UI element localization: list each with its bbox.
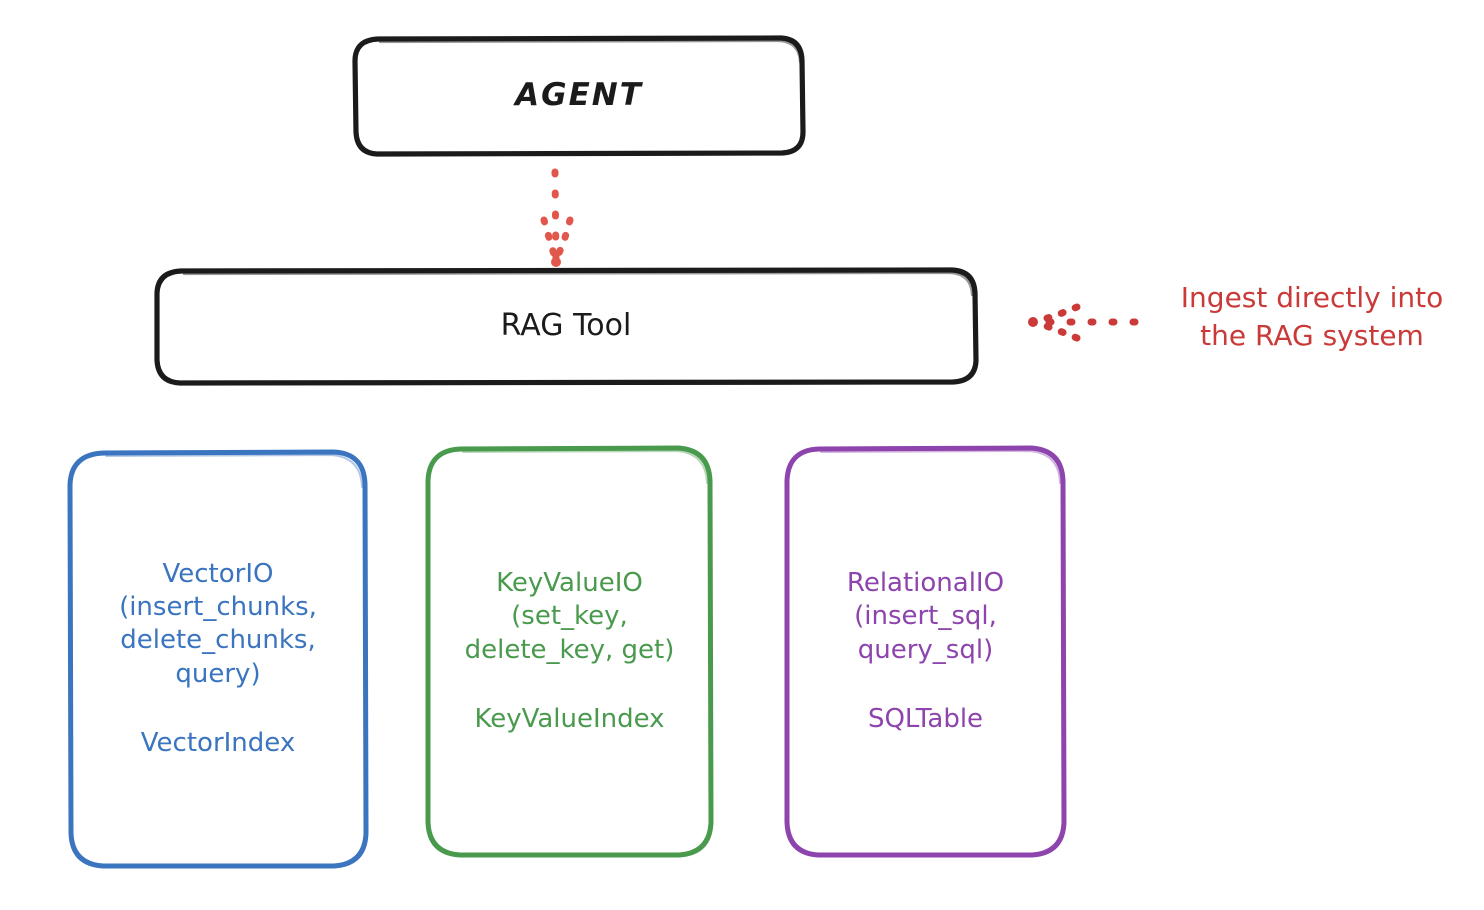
rag-tool-node-label: RAG Tool [500, 308, 632, 344]
ingest-note-arrow-head-bottom [1034, 319, 1081, 342]
agent-to-rag-tool-arrow-head-right [553, 216, 574, 262]
relational-store-index-label: SQLTable [867, 703, 984, 734]
agent-box-outline [352, 35, 806, 157]
keyvalue-store-api-label: KeyValueIO (set_key, delete_key, get) [464, 567, 675, 665]
agent-node-label: AGENT [515, 77, 643, 114]
agent-node[interactable] [352, 35, 806, 157]
vector-store-api-label: VectorIO (insert_chunks, delete_chunks, … [119, 558, 317, 689]
keyvalue-store-box-sketch-overlay [462, 449, 708, 484]
relational-store-box-outline [784, 445, 1067, 858]
keyvalue-store-node[interactable] [425, 445, 714, 858]
ingest-note-arrow-tip [1028, 317, 1038, 327]
vector-store-index-label: VectorIndex [140, 727, 296, 758]
vector-store-box-sketch-overlay [105, 453, 363, 488]
ingest-note-arrow [1028, 303, 1139, 342]
rag-tool-box-sketch-overlay [182, 271, 974, 297]
agent-to-rag-tool-arrow-shaft [551, 168, 560, 266]
vector-store-node[interactable] [67, 449, 369, 869]
agent-box-sketch-overlay [378, 39, 802, 64]
keyvalue-store-label-group: KeyValueIO (set_key, delete_key, get) Ke… [428, 448, 711, 855]
agent-to-rag-tool-arrow-head-left [540, 216, 559, 262]
relational-store-box-sketch-overlay [820, 449, 1061, 484]
vector-store-box-outline [67, 449, 369, 869]
rag-tool-box-outline [154, 267, 979, 386]
relational-store-api-label: RelationalIO (insert_sql, query_sql) [846, 567, 1005, 665]
vector-store-label-group: VectorIO (insert_chunks, delete_chunks, … [70, 452, 366, 866]
ingest-annotation-text: Ingest directly into the RAG system [1180, 281, 1444, 352]
keyvalue-store-box-outline [425, 445, 714, 858]
rag-tool-node[interactable] [154, 267, 979, 386]
ingest-note-arrow-head-top [1034, 303, 1081, 325]
agent-to-rag-tool-arrow [540, 168, 574, 267]
keyvalue-store-index-label: KeyValueIndex [474, 703, 665, 734]
agent-to-rag-tool-arrow-tip [551, 257, 561, 267]
relational-store-node[interactable] [784, 445, 1067, 858]
relational-store-label-group: RelationalIO (insert_sql, query_sql) SQL… [787, 448, 1064, 855]
